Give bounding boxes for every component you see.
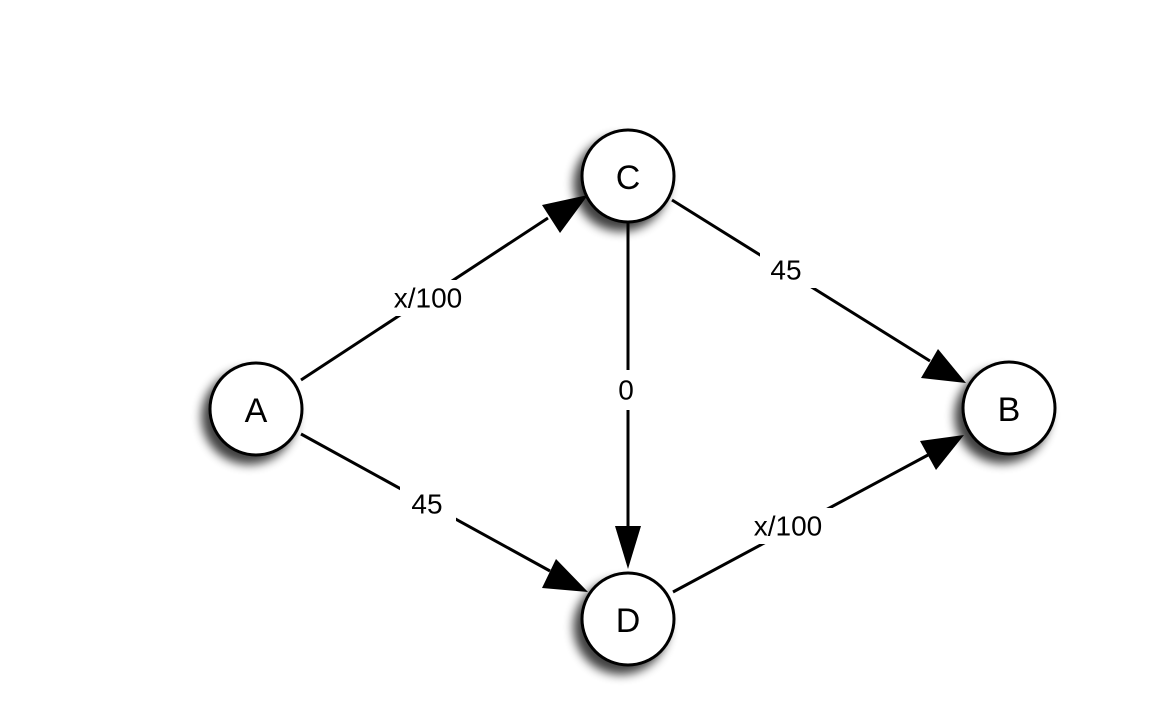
node-c: C [580, 128, 676, 224]
edge-a-to-c-label: x/100 [394, 283, 463, 314]
edge-a-to-c: x/100 [300, 195, 588, 382]
node-d-label: D [616, 602, 641, 640]
edge-c-to-d: 0 [610, 222, 644, 569]
edge-a-to-d-arrowhead [542, 559, 588, 592]
edge-d-to-b-arrowhead [920, 435, 964, 470]
node-a: A [208, 361, 304, 457]
edge-c-to-b: 45 [671, 198, 966, 383]
edge-d-to-b-label: x/100 [754, 511, 823, 542]
node-a-label: A [245, 392, 268, 430]
node-d: D [580, 571, 676, 667]
edge-d-to-b: x/100 [672, 435, 964, 594]
edge-c-to-d-label: 0 [618, 375, 634, 406]
edge-a-to-c-arrowhead [542, 195, 588, 233]
edge-c-to-b-arrowhead [921, 349, 966, 383]
node-b-label: B [998, 391, 1021, 429]
edge-c-to-d-arrowhead [615, 526, 641, 569]
edge-a-to-d-label: 45 [411, 489, 442, 520]
edge-c-to-b-label: 45 [770, 255, 801, 286]
node-c-label: C [616, 159, 641, 197]
edge-a-to-d: 45 [300, 432, 588, 592]
node-b: B [961, 360, 1057, 456]
